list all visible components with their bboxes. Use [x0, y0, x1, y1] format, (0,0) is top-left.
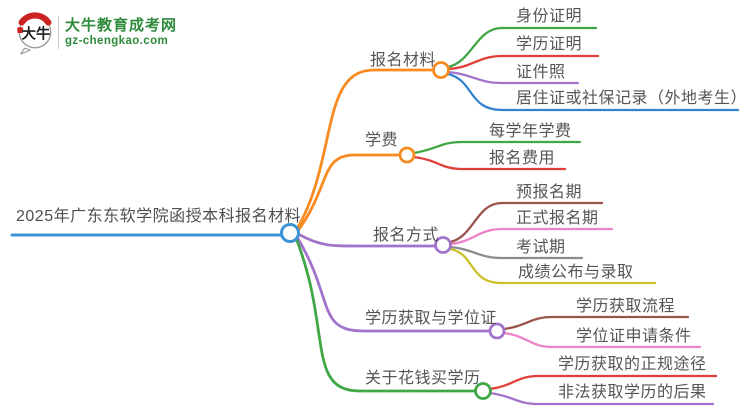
branch-line-tuition: [295, 153, 402, 234]
child-label-results-admission[interactable]: 成绩公布与录取: [518, 264, 634, 281]
logo-divider: [58, 15, 59, 49]
node-handle-materials[interactable]: [432, 61, 450, 79]
branch-line-registration-process: [296, 232, 437, 248]
branch-label-registration-process[interactable]: 报名方式: [373, 227, 440, 244]
branch-label-diploma-degree[interactable]: 学历获取与学位证: [365, 310, 498, 327]
branch-line-diploma-degree: [295, 235, 492, 333]
child-line-edu-proof: [446, 54, 600, 71]
child-line-degree-requirements: [502, 331, 702, 349]
child-label-exam-period[interactable]: 考试期: [516, 239, 566, 256]
logo-title: 大牛教育成考网: [65, 17, 178, 34]
child-line-exam-period: [448, 245, 584, 260]
node-handle-diploma-degree[interactable]: [488, 322, 506, 340]
child-line-id-photo: [446, 70, 580, 85]
child-line-registration-fee: [412, 155, 567, 171]
child-line-results-admission: [448, 247, 657, 285]
child-line-illegal-consequences: [488, 391, 715, 406]
child-line-legit-channels: [488, 374, 718, 391]
child-label-legit-channels[interactable]: 学历获取的正规途径: [558, 356, 707, 373]
child-label-id-photo[interactable]: 证件照: [516, 64, 566, 81]
branch-line-materials: [295, 68, 435, 231]
root-node-handle[interactable]: [280, 223, 300, 243]
child-line-pre-registration: [448, 201, 604, 244]
branch-label-buying-diploma[interactable]: 关于花钱买学历: [365, 370, 481, 387]
child-label-registration-fee[interactable]: 报名费用: [489, 150, 556, 167]
child-label-id-proof[interactable]: 身份证明: [516, 8, 583, 25]
logo-subtitle: gz-chengkao.com: [65, 35, 169, 47]
site-logo: 大牛 大牛教育成考网 gz-chengkao.com: [14, 9, 177, 55]
child-label-illegal-consequences[interactable]: 非法获取学历的后果: [558, 384, 707, 401]
child-label-pre-registration[interactable]: 预报名期: [516, 184, 583, 201]
branch-label-materials[interactable]: 报名材料: [370, 52, 437, 69]
root-topic-label[interactable]: 2025年广东东软学院函授本科报名材料: [16, 208, 302, 225]
node-handle-buying-diploma[interactable]: [474, 382, 492, 400]
child-line-annual-tuition: [412, 140, 582, 155]
child-label-edu-proof[interactable]: 学历证明: [516, 36, 583, 53]
child-line-official-registration: [448, 227, 614, 246]
node-handle-tuition[interactable]: [398, 146, 416, 164]
branch-line-buying-diploma: [294, 236, 477, 393]
child-label-annual-tuition[interactable]: 每学年学费: [489, 123, 572, 140]
child-line-residence-record: [446, 72, 740, 112]
child-line-diploma-process: [502, 315, 690, 331]
svg-text:大牛: 大牛: [22, 25, 51, 43]
child-label-degree-requirements[interactable]: 学位证申请条件: [576, 328, 692, 345]
child-line-id-proof: [446, 26, 598, 69]
branch-label-tuition[interactable]: 学费: [365, 132, 399, 149]
node-handle-registration-process[interactable]: [434, 236, 452, 254]
child-label-official-registration[interactable]: 正式报名期: [516, 210, 599, 227]
child-label-diploma-process[interactable]: 学历获取流程: [576, 298, 676, 315]
child-label-residence-record[interactable]: 居住证或社保记录（外地考生）: [516, 90, 748, 107]
logo-text-block: 大牛教育成考网 gz-chengkao.com: [65, 16, 177, 48]
bull-mascot-icon: 大牛: [17, 12, 52, 55]
